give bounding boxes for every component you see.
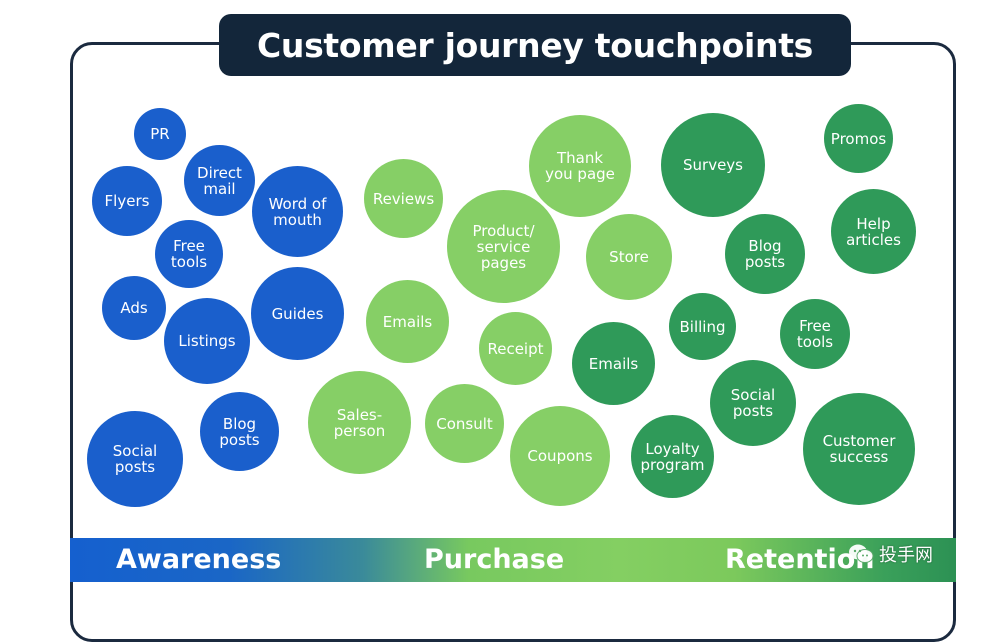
bubble-reviews: Reviews xyxy=(364,159,443,238)
stage-awareness: Awareness xyxy=(116,544,282,575)
bubble-promos: Promos xyxy=(824,104,893,173)
bubble-label: Flyers xyxy=(104,192,150,210)
wechat-icon xyxy=(849,544,874,563)
stage-purchase: Purchase xyxy=(424,544,565,575)
bubble-product-service-pages: Product/ service pages xyxy=(447,190,560,303)
bubble-label: Emails xyxy=(588,354,639,373)
bubble-listings: Listings xyxy=(164,298,250,384)
bubble-emails-purchase: Emails xyxy=(366,280,449,363)
diagram-title: Customer journey touchpoints xyxy=(256,25,814,65)
bubble-label: Free tools xyxy=(796,317,834,351)
bubble-social-posts-retention: Social posts xyxy=(710,360,796,446)
bubble-free-tools: Free tools xyxy=(155,220,223,288)
bubble-label: Blog posts xyxy=(219,414,260,449)
bubble-surveys: Surveys xyxy=(661,113,765,217)
bubble-label: Emails xyxy=(382,312,433,331)
bubble-label: Direct mail xyxy=(197,163,242,198)
bubble-billing: Billing xyxy=(669,293,736,360)
bubble-label: Customer success xyxy=(822,432,896,466)
bubble-label: Loyalty program xyxy=(640,439,705,474)
bubble-word-of-mouth: Word of mouth xyxy=(252,166,343,257)
bubble-label: Word of mouth xyxy=(268,194,327,229)
bubble-label: Thank you page xyxy=(545,149,615,183)
bubble-help-articles: Help articles xyxy=(831,189,916,274)
bubble-emails-retention: Emails xyxy=(572,322,655,405)
bubble-flyers: Flyers xyxy=(92,166,162,236)
bubble-label: Help articles xyxy=(846,214,901,249)
bubble-label: Store xyxy=(609,248,649,266)
stage-retention: Retention xyxy=(725,544,875,575)
journey-stage-bar: Awareness Purchase Retention xyxy=(70,538,956,582)
bubble-label: Free tools xyxy=(170,237,208,271)
bubble-label: Reviews xyxy=(372,189,435,208)
bubble-customer-success: Customer success xyxy=(803,393,915,505)
watermark: 投手网 xyxy=(847,540,933,568)
bubble-guides: Guides xyxy=(251,267,344,360)
bubble-label: Ads xyxy=(120,299,148,317)
bubble-store: Store xyxy=(586,214,672,300)
bubble-direct-mail: Direct mail xyxy=(184,145,255,216)
bubble-label: Surveys xyxy=(683,156,743,174)
bubble-thank-you-page: Thank you page xyxy=(529,115,631,217)
bubble-loyalty-program: Loyalty program xyxy=(631,415,714,498)
bubble-label: Promos xyxy=(830,129,887,148)
bubble-social-posts: Social posts xyxy=(87,411,183,507)
bubble-pr: PR xyxy=(134,108,186,160)
bubble-label: Social posts xyxy=(112,442,158,476)
bubble-label: Blog posts xyxy=(744,237,786,271)
bubble-label: Sales- person xyxy=(333,405,386,440)
bubble-receipt: Receipt xyxy=(479,312,552,385)
bubble-label: Consult xyxy=(436,414,493,433)
bubble-label: Coupons xyxy=(527,447,593,465)
bubble-label: Billing xyxy=(679,317,726,336)
title-banner: Customer journey touchpoints xyxy=(219,14,851,76)
bubble-label: Listings xyxy=(178,332,236,350)
bubble-free-tools-retention: Free tools xyxy=(780,299,850,369)
bubble-ads: Ads xyxy=(102,276,166,340)
bubble-salesperson: Sales- person xyxy=(308,371,411,474)
bubble-label: PR xyxy=(150,125,170,143)
bubble-blog-posts: Blog posts xyxy=(200,392,279,471)
bubble-label: Guides xyxy=(271,304,324,323)
bubble-label: Product/ service pages xyxy=(472,221,535,272)
bubble-coupons: Coupons xyxy=(510,406,610,506)
bubble-blog-posts-retention: Blog posts xyxy=(725,214,805,294)
bubble-label: Social posts xyxy=(730,386,776,420)
watermark-text: 投手网 xyxy=(879,545,933,566)
bubble-label: Receipt xyxy=(487,339,544,358)
bubble-consult: Consult xyxy=(425,384,504,463)
